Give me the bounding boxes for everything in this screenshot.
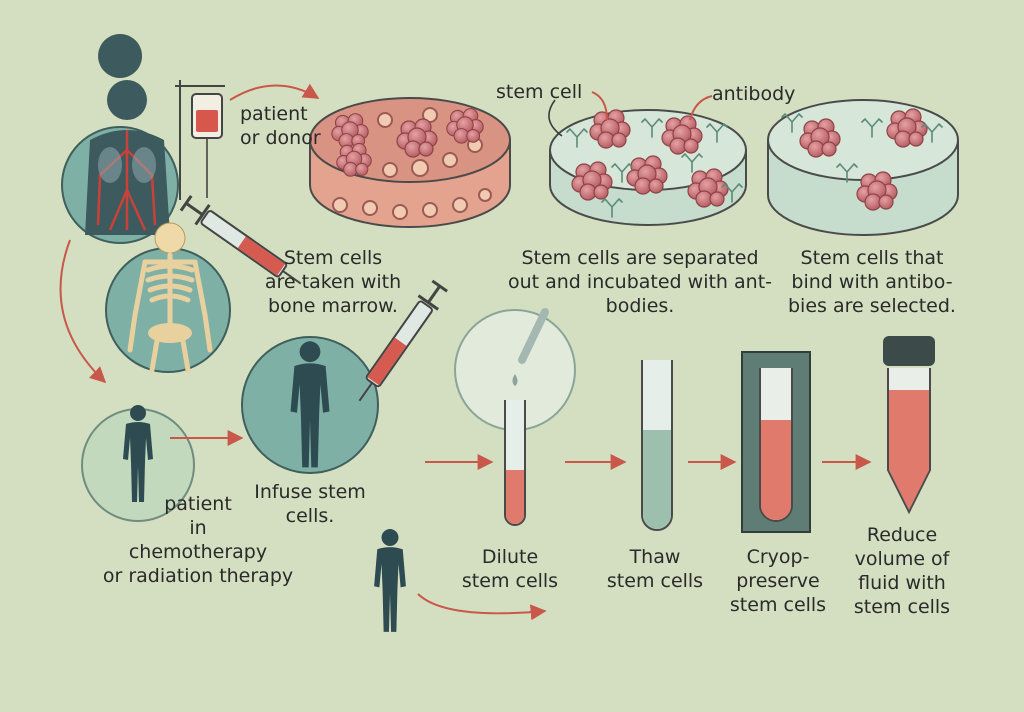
cryopreserve-label-line: stem cells <box>729 594 827 616</box>
infuse-label: Infuse stem cells. <box>245 480 375 528</box>
separate-label: Stem cells are separated out and incubat… <box>500 246 780 318</box>
select-label-line: bind with antibo- <box>791 271 953 293</box>
donor-label-line: patient <box>240 103 308 125</box>
test-tube-icon <box>504 400 526 526</box>
skeleton-icon <box>105 222 231 373</box>
donor-label: patient or donor <box>240 102 321 150</box>
patient-therapy-line: chemotherapy <box>128 541 268 563</box>
reduce-label-line: fluid with <box>858 572 946 594</box>
person-icon <box>241 336 379 474</box>
thaw-label-line: Thaw <box>629 546 681 568</box>
dilute-label: Dilute stem cells <box>440 545 580 593</box>
person-icon <box>374 529 406 632</box>
dilute-label-line: Dilute <box>481 546 539 568</box>
cryopreserve-label-line: preserve <box>736 570 820 592</box>
stem-cell-pointer <box>591 91 608 121</box>
harvest-label: Stem cells are taken with bone marrow. <box>258 246 408 318</box>
test-tube-icon <box>641 360 673 531</box>
dilute-label-line: stem cells <box>461 570 559 592</box>
separate-label-line: Stem cells are separated <box>521 247 759 269</box>
petri-dish-icon <box>549 109 747 226</box>
flow-arrows <box>59 83 872 621</box>
torso-vessels-icon <box>61 34 179 244</box>
patient-therapy-label: patient in chemotherapy or radiation the… <box>98 492 298 588</box>
iv-bag-icon <box>175 80 225 200</box>
petri-dish-icon <box>309 97 511 228</box>
person-icon <box>81 405 195 522</box>
separate-label-line: bodies. <box>605 295 675 317</box>
patient-therapy-line: in <box>189 517 207 539</box>
test-tube-icon <box>741 351 811 533</box>
harvest-label-line: are taken with <box>264 271 402 293</box>
reduce-label-line: stem cells <box>853 596 951 618</box>
patient-therapy-line: or radiation therapy <box>102 565 294 587</box>
reduce-label: Reduce volume of fluid with stem cells <box>840 523 964 619</box>
select-label: Stem cells that bind with antibo- bies a… <box>782 246 962 318</box>
centrifuge-tube-icon <box>883 336 935 515</box>
dish-pointer <box>548 99 563 137</box>
cryopreserve-label: Cryop- preserve stem cells <box>716 545 840 617</box>
patient-therapy-line: patient <box>164 493 232 515</box>
donor-label-line: or donor <box>240 127 321 149</box>
reduce-label-line: volume of <box>854 548 950 570</box>
harvest-label-line: Stem cells <box>283 247 383 269</box>
select-label-line: Stem cells that <box>800 247 944 269</box>
infuse-label-line: Infuse stem <box>254 481 366 503</box>
harvest-label-line: bone marrow. <box>268 295 398 317</box>
thaw-label: Thaw stem cells <box>590 545 720 593</box>
antibody-label: antibody <box>712 83 796 105</box>
petri-dish-icon <box>767 99 959 236</box>
syringe-icon <box>358 279 448 402</box>
cryopreserve-label-line: Cryop- <box>746 546 810 568</box>
infuse-label-line: cells. <box>285 505 335 527</box>
stem-cell-label: stem cell <box>496 81 583 103</box>
thaw-label-line: stem cells <box>606 570 704 592</box>
reduce-label-line: Reduce <box>866 524 938 546</box>
syringe-icon <box>179 195 302 285</box>
antibody-pointer <box>689 95 713 121</box>
select-label-line: bies are selected. <box>788 295 956 317</box>
separate-label-line: out and incubated with ant- <box>507 271 773 293</box>
